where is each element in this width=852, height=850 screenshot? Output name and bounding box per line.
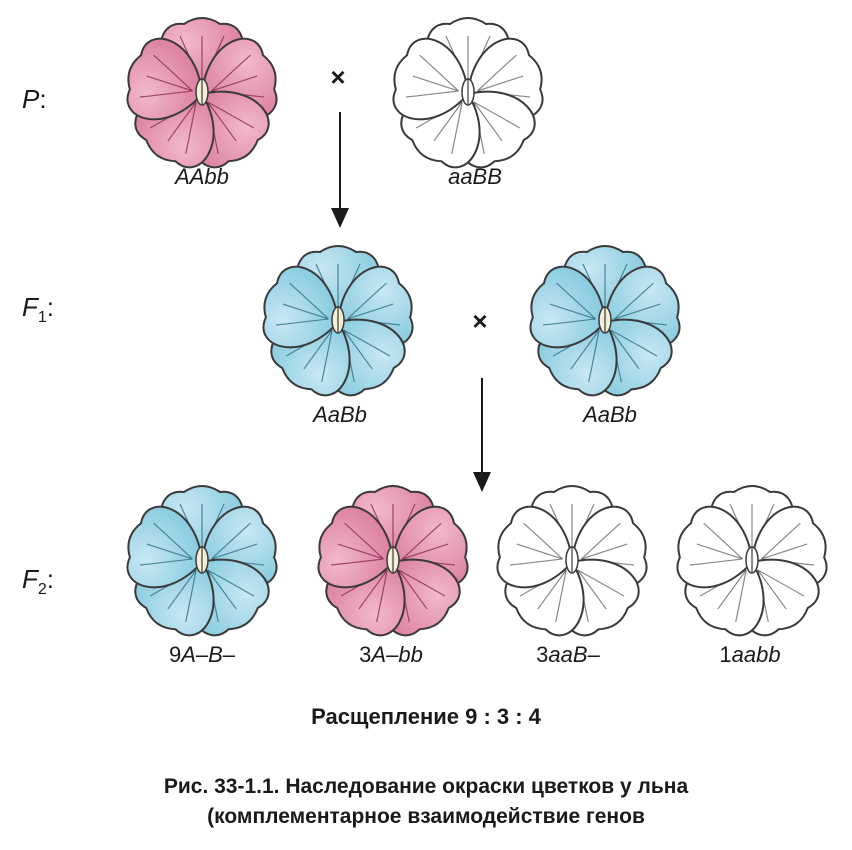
flower-parent-pink bbox=[126, 17, 278, 169]
flower-petal bbox=[126, 37, 203, 121]
flower-f2-pink bbox=[317, 485, 469, 637]
genotype-parent-white: aaBB bbox=[448, 164, 502, 189]
flower-f2-white-right bbox=[676, 485, 828, 637]
f2-label-white-left: 3aaB– bbox=[536, 642, 600, 667]
f2-label-pink: 3A–bb bbox=[359, 642, 423, 667]
caption-line-2: (комплементарное взаимодействие генов bbox=[207, 805, 645, 828]
flower-petal bbox=[126, 505, 203, 589]
flower-parent-white bbox=[392, 17, 544, 169]
segregation-ratio: Расщепление 9 : 3 : 4 bbox=[311, 704, 541, 729]
generation-label-f1: F1: bbox=[22, 292, 55, 327]
cross-symbol-p: × bbox=[330, 62, 346, 92]
figure-caption: Рис. 33-1.1. Наследование окраски цветко… bbox=[0, 772, 852, 832]
flower-f1-blue-left bbox=[262, 245, 414, 397]
flower-f1-blue-right bbox=[529, 245, 681, 397]
flower-petal bbox=[317, 505, 394, 589]
arrow-p-to-f1 bbox=[331, 112, 349, 228]
f2-label-white-right: 1aabb bbox=[719, 642, 781, 667]
caption-line-1: Рис. 33-1.1. Наследование окраски цветко… bbox=[163, 775, 689, 798]
flower-petal bbox=[676, 505, 753, 589]
arrow-f1-to-f2 bbox=[473, 378, 491, 492]
f2-label-blue: 9A–B– bbox=[168, 642, 236, 667]
genotype-parent-pink: AAbb bbox=[175, 164, 229, 189]
generation-label-p: P: bbox=[22, 84, 47, 114]
flower-petal bbox=[529, 265, 606, 349]
flower-f2-blue bbox=[126, 485, 278, 637]
cross-symbol-f1: × bbox=[472, 306, 488, 336]
generation-label-f2: F2: bbox=[22, 564, 55, 599]
flower-f2-white-left bbox=[496, 485, 648, 637]
flower-petal bbox=[262, 265, 339, 349]
genotype-f1-left: AaBb bbox=[313, 402, 367, 427]
genotype-f1-right: AaBb bbox=[583, 402, 637, 427]
flower-petal bbox=[392, 37, 469, 121]
flower-petal bbox=[496, 505, 573, 589]
